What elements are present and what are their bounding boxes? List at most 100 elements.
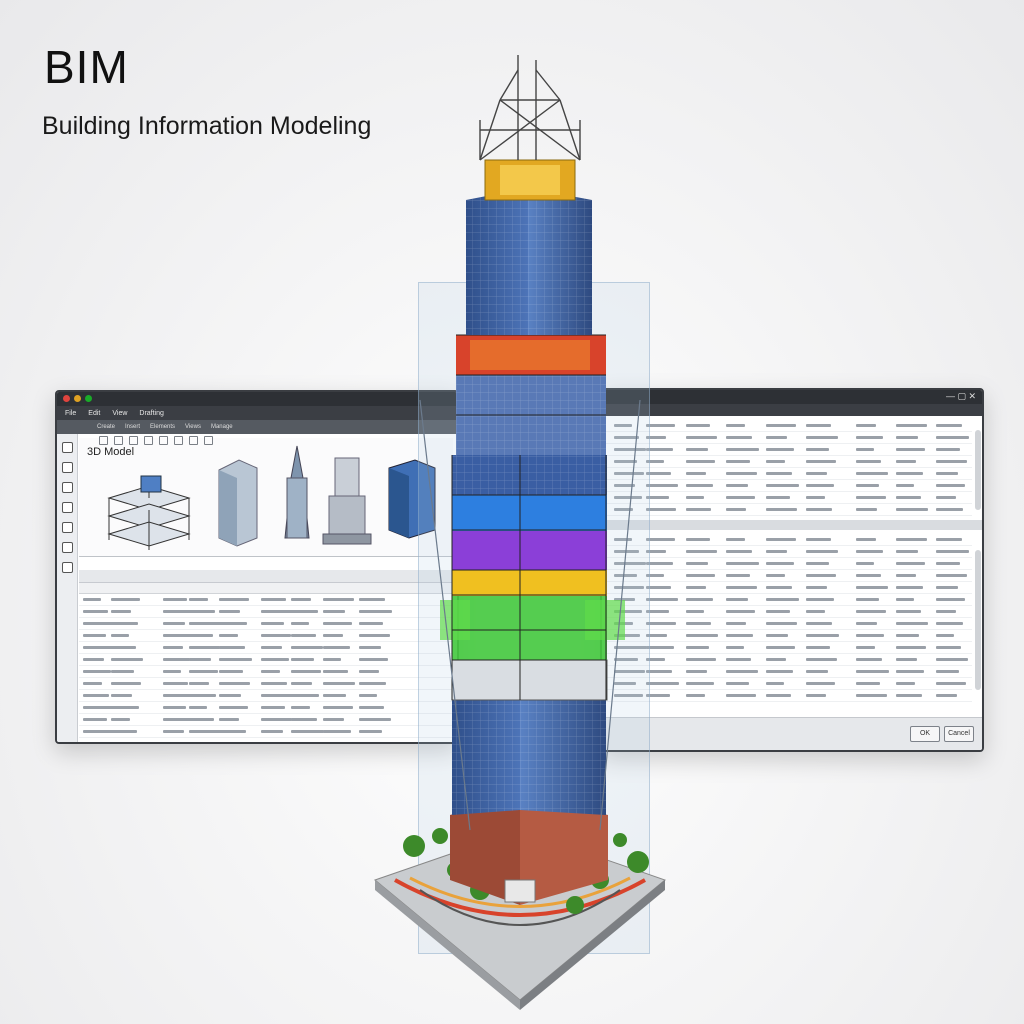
table-row[interactable] (606, 570, 972, 582)
table-row[interactable] (79, 642, 453, 654)
table-cell (111, 730, 137, 733)
table-cell (219, 598, 249, 601)
table-row[interactable] (606, 480, 972, 492)
window-tool-icon[interactable] (61, 502, 73, 513)
table-row[interactable] (606, 666, 972, 678)
table-cell (189, 718, 214, 721)
table-cell (726, 562, 759, 565)
section-tool-icon[interactable] (61, 562, 73, 573)
table-cell (219, 730, 246, 733)
cancel-button[interactable]: Cancel (944, 726, 974, 742)
viewport-tool-icon[interactable] (144, 436, 153, 445)
table-cell (806, 574, 836, 577)
table-row[interactable] (79, 702, 453, 714)
tab-manage[interactable]: Manage (210, 424, 233, 430)
scrollbar[interactable] (975, 550, 981, 690)
table-row[interactable] (606, 630, 972, 642)
table-row[interactable] (606, 654, 972, 666)
table-row[interactable] (79, 594, 453, 606)
table-row[interactable] (606, 432, 972, 444)
table-row[interactable] (606, 534, 972, 546)
table-cell (806, 460, 836, 463)
table-row[interactable] (79, 666, 453, 678)
ok-button[interactable]: OK (910, 726, 940, 742)
table-cell (614, 646, 647, 649)
table-cell (686, 670, 707, 673)
table-row[interactable] (79, 678, 453, 690)
select-tool-icon[interactable] (61, 442, 73, 453)
table-row[interactable] (606, 456, 972, 468)
table-cell (83, 718, 107, 721)
table-row[interactable] (606, 582, 972, 594)
table-cell (163, 610, 194, 613)
table-row[interactable] (79, 690, 453, 702)
table-cell (856, 460, 881, 463)
table-cell (83, 694, 109, 697)
table-cell (83, 634, 106, 637)
menu-item-file[interactable]: File (65, 409, 77, 417)
table-row[interactable] (79, 618, 453, 630)
tab-create[interactable]: Create (97, 424, 116, 430)
table-cell (646, 694, 670, 697)
menu-item-view[interactable]: View (112, 409, 128, 417)
table-row[interactable] (606, 444, 972, 456)
menu-item-drafting[interactable]: Drafting (139, 409, 164, 417)
tab-insert[interactable]: Insert (125, 424, 141, 430)
table-cell (614, 460, 637, 463)
roof-tool-icon[interactable] (61, 522, 73, 533)
table-cell (726, 646, 744, 649)
viewport-tool-icon[interactable] (129, 436, 138, 445)
table-cell (359, 610, 392, 613)
page-title: BIM (44, 41, 129, 93)
table-row[interactable] (606, 678, 972, 690)
table-row[interactable] (606, 420, 972, 432)
table-cell (686, 598, 713, 601)
table-cell (726, 682, 749, 685)
table-cell (686, 508, 711, 511)
table-row[interactable] (79, 726, 453, 738)
measure-tool-icon[interactable] (61, 542, 73, 553)
table-cell (726, 448, 759, 451)
table-cell (936, 598, 965, 601)
viewport-tool-icon[interactable] (159, 436, 168, 445)
table-row[interactable] (606, 594, 972, 606)
viewport-tool-icon[interactable] (174, 436, 183, 445)
table-row[interactable] (606, 492, 972, 504)
minimize-dot-icon[interactable] (74, 395, 81, 402)
viewport-tool-icon[interactable] (204, 436, 213, 445)
table-cell (111, 610, 131, 613)
table-row[interactable] (79, 606, 453, 618)
table-row[interactable] (606, 504, 972, 516)
tab-elements[interactable]: Elements (150, 424, 176, 430)
tower-crown (484, 159, 576, 201)
tab-views[interactable]: Views (185, 424, 201, 430)
viewport-tool-icon[interactable] (99, 436, 108, 445)
scrollbar[interactable] (975, 430, 981, 510)
table-cell (189, 610, 215, 613)
maximize-dot-icon[interactable] (85, 395, 92, 402)
close-dot-icon[interactable] (63, 395, 70, 402)
table-cell (359, 718, 391, 721)
table-row[interactable] (606, 468, 972, 480)
table-cell (726, 436, 752, 439)
table-cell (726, 460, 750, 463)
table-row[interactable] (79, 630, 453, 642)
menu-item-edit[interactable]: Edit (88, 409, 101, 417)
table-row[interactable] (79, 714, 453, 726)
window-controls-icon[interactable]: — ▢ ✕ (945, 391, 976, 401)
viewport-tool-icon[interactable] (189, 436, 198, 445)
table-cell (686, 646, 709, 649)
table-row[interactable] (606, 606, 972, 618)
wall-tool-icon[interactable] (61, 462, 73, 473)
table-cell (163, 622, 185, 625)
viewport-tool-icon[interactable] (114, 436, 123, 445)
3d-model-viewport[interactable]: 3D Model (79, 436, 453, 557)
table-row[interactable] (606, 558, 972, 570)
table-cell (189, 622, 222, 625)
table-row[interactable] (79, 654, 453, 666)
table-cell (936, 634, 954, 637)
table-row[interactable] (606, 642, 972, 654)
door-tool-icon[interactable] (61, 482, 73, 493)
table-row[interactable] (606, 690, 972, 702)
